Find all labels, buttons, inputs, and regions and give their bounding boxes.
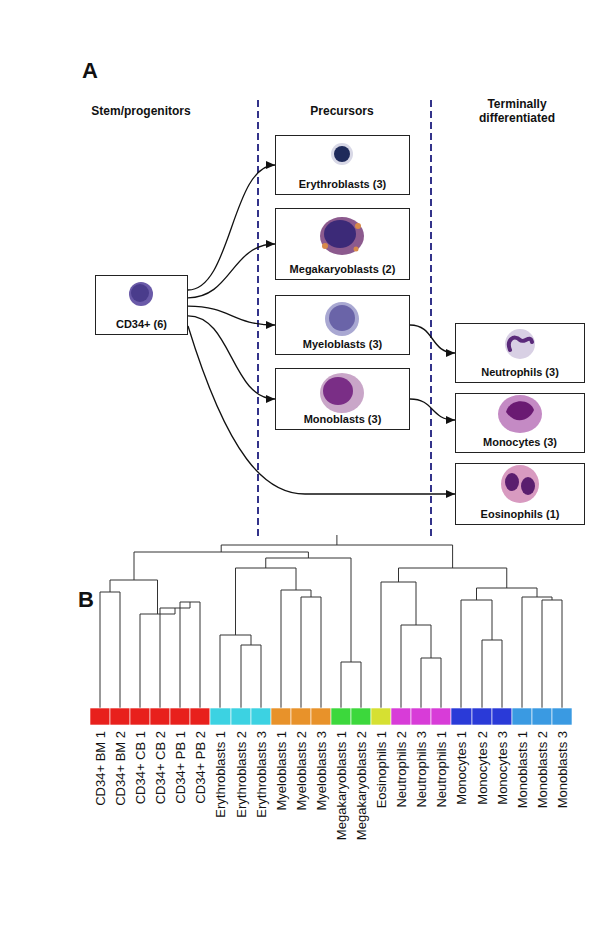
cell-type-label: Neutrophils (3) (481, 366, 559, 379)
cell-type-label: Eosinophils (1) (481, 508, 560, 521)
sample-label: Monocytes 3 (495, 731, 510, 805)
cell-type-label: Megakaryoblasts (2) (290, 263, 396, 276)
column-separator (258, 100, 431, 540)
sample-label: CD34+ PB 2 (193, 731, 208, 804)
sample-label: Erythroblasts 3 (254, 731, 269, 818)
sample-label: Neutrophils 2 (394, 731, 409, 808)
sample-label: CD34+ CB 1 (133, 731, 148, 804)
cell-box: Neutrophils (3) (455, 323, 585, 383)
cell-type-label: Myeloblasts (3) (303, 338, 382, 351)
sample-label: Monoblasts 2 (535, 731, 550, 808)
cell-box: Myeloblasts (3) (275, 295, 410, 355)
cell-box: Monoblasts (3) (275, 368, 410, 430)
sample-label: Monoblasts 3 (555, 731, 570, 808)
color-bar (90, 708, 572, 725)
cell-box: CD34+ (6) (95, 275, 188, 335)
cell-type-label: Erythroblasts (3) (299, 178, 386, 191)
sample-label: CD34+ BM 2 (113, 731, 128, 806)
cell-type-label: Monocytes (3) (483, 436, 557, 449)
differentiation-arrow (188, 306, 275, 325)
differentiation-arrow (410, 399, 455, 420)
sample-label: CD34+ BM 1 (93, 731, 108, 806)
sample-label: Myeloblasts 1 (274, 731, 289, 810)
differentiation-arrow (410, 325, 455, 353)
sample-label: Neutrophils 3 (414, 731, 429, 808)
sample-label: Myeloblasts 3 (314, 731, 329, 810)
sample-label: Monocytes 2 (475, 731, 490, 805)
sample-label: Megakaryoblasts 2 (354, 731, 369, 840)
sample-label: Monocytes 1 (454, 731, 469, 805)
cell-box: Monocytes (3) (455, 393, 585, 453)
sample-label: Myeloblasts 2 (294, 731, 309, 810)
differentiation-arrow (188, 316, 275, 399)
sample-label: Megakaryoblasts 1 (334, 731, 349, 840)
cell-box: Eosinophils (1) (455, 463, 585, 525)
column-header: Precursors (272, 104, 412, 118)
sample-label: Erythroblasts 1 (213, 731, 228, 818)
sample-label: Neutrophils 1 (434, 731, 449, 808)
dendrogram (100, 535, 562, 708)
column-header: Terminally differentiated (452, 97, 582, 125)
sample-label: Erythroblasts 2 (234, 731, 249, 818)
cell-box: Erythroblasts (3) (275, 135, 410, 195)
column-header: Stem/progenitors (71, 104, 211, 118)
sample-label: Eosinophils 1 (374, 731, 389, 808)
sample-label: CD34+ PB 1 (173, 731, 188, 804)
sample-label: CD34+ CB 2 (153, 731, 168, 804)
cell-box: Megakaryoblasts (2) (275, 208, 410, 280)
sample-label: Monoblasts 1 (515, 731, 530, 808)
panel-letter: B (78, 587, 94, 613)
differentiation-arrow (188, 326, 455, 494)
differentiation-arrow (188, 244, 275, 298)
cell-type-label: CD34+ (6) (116, 318, 167, 331)
cell-type-label: Monoblasts (3) (304, 413, 382, 426)
panel-letter: A (82, 58, 98, 84)
